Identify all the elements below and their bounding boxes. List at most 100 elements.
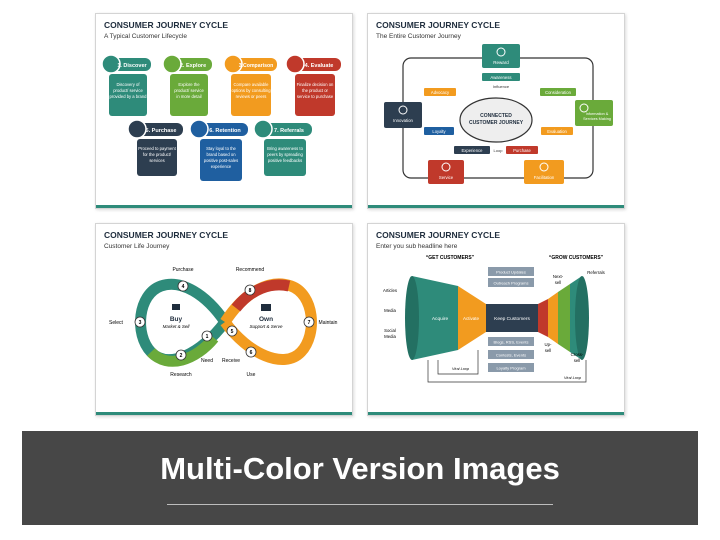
slide-funnel: CONSUMER JOURNEY CYCLE Enter you sub hea… (367, 223, 625, 416)
step-referrals: 7. Referrals Bring awareness to peers by… (253, 119, 312, 176)
svg-text:6: 6 (250, 350, 253, 356)
svg-text:Evaluation: Evaluation (547, 129, 567, 134)
explore-icon (162, 54, 182, 74)
slide-title: CONSUMER JOURNEY CYCLE (376, 230, 501, 240)
award-icon (496, 47, 506, 57)
store-icon (261, 304, 271, 311)
svg-text:Advocacy: Advocacy (431, 90, 450, 95)
svg-text:Activate: Activate (463, 316, 480, 321)
svg-text:Media: Media (384, 308, 396, 313)
svg-text:Compare available: Compare available (234, 82, 270, 87)
svg-text:Loop: Loop (494, 148, 504, 153)
svg-text:Buy: Buy (170, 316, 183, 323)
slide-accent-bar (96, 412, 352, 415)
slide-subtitle: A Typical Customer Lifecycle (104, 33, 187, 40)
svg-text:Viral Loop: Viral Loop (452, 367, 469, 371)
svg-text:Market & Sell: Market & Sell (163, 324, 191, 329)
svg-text:“GROW CUSTOMERS”: “GROW CUSTOMERS” (549, 255, 604, 261)
step-purchase: 5. Purchase Proceed to payment for the p… (127, 119, 183, 176)
svg-text:in more detail: in more detail (176, 94, 201, 99)
svg-text:Next-: Next- (553, 274, 564, 279)
evaluate-icon (285, 54, 305, 74)
svg-text:positive post-sales: positive post-sales (204, 158, 238, 163)
svg-text:“GET CUSTOMERS”: “GET CUSTOMERS” (426, 255, 475, 261)
step-comparison: 3.Comparison Compare available options b… (223, 54, 277, 116)
svg-text:peers by spreading: peers by spreading (267, 152, 303, 157)
svg-text:Discovery of: Discovery of (116, 82, 140, 87)
svg-text:positive feedbacks: positive feedbacks (268, 158, 302, 163)
svg-text:Research: Research (170, 372, 192, 378)
svg-text:Reward: Reward (493, 60, 509, 65)
slide-title: CONSUMER JOURNEY CYCLE (104, 230, 229, 240)
handshake-icon (441, 162, 451, 172)
svg-text:1: 1 (206, 334, 209, 340)
svg-text:Acquire: Acquire (432, 316, 449, 322)
innovation-box (384, 102, 422, 128)
slide-accent-bar (368, 412, 624, 415)
svg-text:Loyalty Program: Loyalty Program (496, 366, 526, 371)
svg-text:reviews or peers: reviews or peers (236, 94, 267, 99)
keep-segment (486, 304, 538, 332)
svg-text:4: 4 (182, 284, 185, 290)
retention-icon (189, 119, 209, 139)
svg-text:Viral Loop: Viral Loop (564, 376, 581, 380)
slide-subtitle: The Entire Customer Journey (376, 33, 461, 40)
activate-segment (458, 286, 486, 350)
svg-text:Need: Need (201, 358, 213, 364)
slide-accent-bar (96, 205, 352, 208)
svg-text:Support & Serve: Support & Serve (249, 324, 283, 329)
slide-title: CONSUMER JOURNEY CYCLE (376, 20, 501, 30)
svg-text:4. Evaluate: 4. Evaluate (305, 63, 334, 69)
svg-text:Own: Own (259, 316, 273, 323)
svg-text:Contests, Events: Contests, Events (496, 353, 526, 358)
lifecycle-diagram: 1. Discover Discovery of product/ servic… (101, 54, 341, 181)
svg-text:brand based on: brand based on (206, 152, 236, 157)
center-ellipse (459, 97, 533, 143)
svg-text:options by consulting: options by consulting (231, 88, 271, 93)
svg-text:product/ service: product/ service (174, 88, 204, 93)
svg-text:Keep Customers: Keep Customers (494, 316, 530, 322)
svg-text:7. Referrals: 7. Referrals (274, 128, 304, 134)
svg-text:Use: Use (247, 372, 256, 378)
svg-text:provided by a brand: provided by a brand (109, 94, 147, 99)
svg-text:Bring awareness to: Bring awareness to (267, 146, 304, 151)
service-box (428, 160, 464, 184)
svg-text:Blogs, RSS, Events: Blogs, RSS, Events (494, 340, 529, 345)
funnel-diagram: “GET CUSTOMERS” “GROW CUSTOMERS” Acquire… (383, 255, 605, 383)
lightbulb-icon (398, 105, 408, 115)
svg-text:the product or: the product or (302, 88, 328, 93)
slide-typical-lifecycle: CONSUMER JOURNEY CYCLE A Typical Custome… (95, 13, 353, 209)
svg-text:sell: sell (545, 348, 551, 353)
svg-text:Purchase: Purchase (513, 148, 531, 153)
svg-text:Information &: Information & (586, 112, 609, 116)
svg-text:Articles: Articles (383, 288, 397, 293)
svg-text:Referrals: Referrals (587, 270, 604, 275)
svg-text:services: services (149, 158, 164, 163)
svg-text:3.Comparison: 3.Comparison (239, 63, 274, 69)
acquire-segment (412, 276, 458, 360)
info-icon (579, 103, 589, 113)
banner-divider (167, 504, 553, 505)
slide-subtitle: Customer Life Journey (104, 243, 170, 250)
title-banner: Multi-Color Version Images (22, 431, 698, 525)
svg-text:Facilitation: Facilitation (534, 175, 555, 180)
svg-text:Consideration: Consideration (545, 90, 572, 95)
svg-text:Explore the: Explore the (178, 82, 200, 87)
purchase-icon (127, 119, 147, 139)
number-markers: 4 3 2 1 5 6 7 8 (134, 280, 315, 361)
svg-text:8: 8 (249, 288, 252, 294)
svg-text:3: 3 (139, 320, 142, 326)
comparison-icon (223, 54, 243, 74)
svg-text:Up-: Up- (545, 342, 552, 347)
cart-icon (539, 162, 549, 172)
svg-text:Proceed to payment: Proceed to payment (138, 146, 176, 151)
svg-text:1. Discover: 1. Discover (117, 63, 147, 69)
svg-text:for the product/: for the product/ (143, 152, 172, 157)
svg-text:Outreach Programs: Outreach Programs (494, 281, 529, 286)
svg-text:Recommend: Recommend (236, 267, 265, 273)
slide-entire-journey: CONSUMER JOURNEY CYCLE The Entire Custom… (367, 13, 625, 209)
step-retention: 6. Retention Stay loyal to the brand bas… (189, 119, 248, 181)
svg-text:product/ service: product/ service (113, 88, 143, 93)
svg-text:5: 5 (231, 329, 234, 335)
referrals-icon (253, 119, 273, 139)
